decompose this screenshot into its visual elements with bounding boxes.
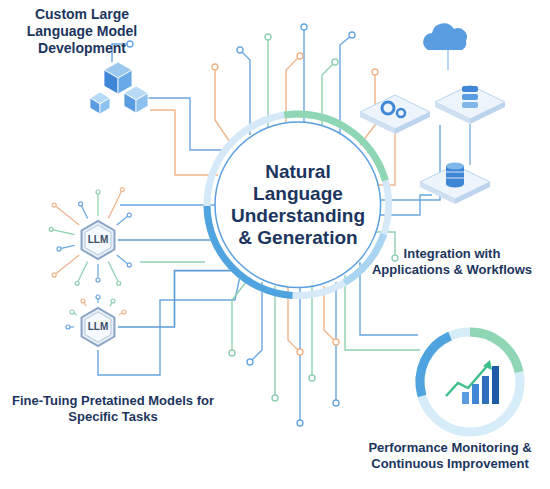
circuit-terminals — [127, 24, 398, 426]
chip-ray — [51, 229, 74, 234]
chip-rays — [49, 188, 131, 329]
chip-ray-end — [66, 325, 70, 329]
chip-ray — [77, 262, 87, 284]
chip-ray-end — [75, 281, 79, 285]
caption-label: Performance Monitoring & Continuous Impr… — [358, 440, 542, 471]
circuit-lines — [98, 30, 440, 420]
chip-ray-end — [79, 202, 83, 206]
chip-ray-end — [70, 310, 74, 314]
chip-ray-end — [111, 299, 115, 303]
chip-ray-end — [49, 227, 53, 231]
chip-ray-end — [52, 203, 56, 207]
chip-ray — [54, 255, 79, 275]
llm-hexagon: LLM — [78, 220, 118, 260]
chip-ray-end — [117, 281, 121, 285]
chip-ray-end — [122, 310, 126, 314]
ring-inner — [215, 122, 381, 288]
chip-ray-end — [120, 188, 124, 192]
caption-label: Custom Large Language Model Development — [15, 6, 149, 56]
node-text: LLM — [88, 322, 109, 332]
chip-ray-end — [127, 213, 131, 217]
chip-ray-end — [127, 263, 131, 267]
caption-label: Integration with Applications & Workflow… — [366, 246, 538, 277]
caption-label: Fine-Tuing Pretatined Models for Specifi… — [6, 393, 220, 424]
chip-ray — [108, 262, 118, 284]
chip-ray — [108, 190, 122, 219]
hexagon-inner — [85, 225, 111, 255]
chip-ray — [97, 192, 98, 216]
server-platforms — [360, 85, 505, 204]
node-text: LLM — [88, 235, 109, 245]
circuit-connector — [118, 239, 211, 241]
chip-ray-end — [81, 299, 85, 303]
chip-ray-end — [96, 278, 100, 282]
node-text-box: Natural Language Understanding & Generat… — [223, 161, 373, 248]
hexagon-shape — [82, 221, 115, 259]
cloud-icon — [423, 23, 467, 70]
chip-ray-end — [96, 295, 100, 299]
cubes-icon — [90, 62, 148, 114]
chip-ray-end — [96, 190, 100, 194]
node-text-box: LLM — [88, 322, 109, 332]
node-text: Natural Language Understanding & Generat… — [223, 161, 373, 248]
llm-hexagon: LLM — [78, 307, 118, 347]
hexagon-inner — [85, 312, 111, 342]
performance-gauge — [420, 332, 520, 432]
chip-ray-end — [52, 273, 56, 277]
chip-ray — [54, 205, 79, 225]
node-text-box: LLM — [88, 235, 109, 245]
chip-ray-end — [57, 247, 61, 251]
hexagon-shape — [82, 308, 115, 346]
circuit-connector — [118, 271, 231, 327]
core-circle: Natural Language Understanding & Generat… — [203, 110, 393, 300]
